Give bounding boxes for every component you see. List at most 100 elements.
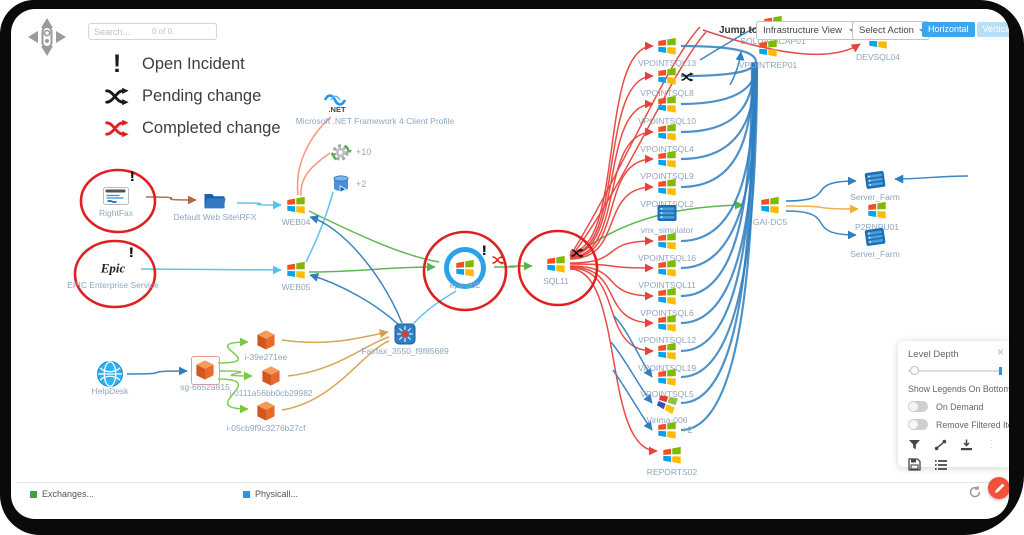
windows-logo-icon <box>656 340 678 362</box>
footer-legend-item[interactable]: Physicall... <box>243 489 298 499</box>
toggle-list: On Demand Remove Filtered Items <box>908 401 1009 430</box>
alert-ring <box>78 167 158 235</box>
pencil-icon <box>994 483 1004 493</box>
settings-panel: × Level Depth Show Legends On Bottom On … <box>898 341 1009 471</box>
footer-legend-item[interactable]: Exchanges... <box>30 489 94 499</box>
toggle-row: On Demand <box>908 401 1009 412</box>
aws-instance-icon <box>196 360 215 381</box>
view-select-value: Infrastructure View <box>763 25 843 36</box>
node-label: Microsoft .NET Framework 4 Client Profil… <box>295 116 455 126</box>
legend-swatch <box>30 490 37 498</box>
close-icon[interactable]: × <box>996 345 1004 359</box>
legend-swatch <box>243 490 250 498</box>
status-legend: ! Open Incident Pending change Completed… <box>100 48 281 144</box>
legend-row: Pending change <box>100 80 281 112</box>
incident-marker-icon: ! <box>481 242 488 258</box>
route-icon[interactable] <box>934 439 947 451</box>
windows-logo-icon <box>656 65 678 87</box>
edit-button[interactable] <box>988 477 1009 499</box>
selection-ring <box>443 246 487 290</box>
refresh-icon[interactable] <box>968 485 982 499</box>
node-label: VPOINTSQL8 <box>640 88 694 98</box>
node-label: SQL11 <box>543 276 569 286</box>
node-label: i-0111a56bb0cb29982 <box>229 388 313 398</box>
node-label: P2RNPU01 <box>855 222 899 232</box>
footer-divider <box>16 482 1006 483</box>
node-label: Server_Farm <box>850 249 900 259</box>
gear-sync-icon <box>330 141 353 164</box>
slider-end-tick <box>999 367 1002 375</box>
search-input[interactable] <box>88 23 217 40</box>
action-select-value: Select Action <box>859 25 914 36</box>
toggle-switch[interactable] <box>908 419 928 430</box>
incident-marker-icon: ! <box>129 168 136 184</box>
slider-knob[interactable] <box>910 366 919 375</box>
globe-icon <box>97 361 124 388</box>
collapsed-count-badge[interactable]: +2 <box>356 179 367 189</box>
completed-marker-icon <box>492 255 505 265</box>
incident-marker-icon: ! <box>128 244 135 260</box>
toggle-switch[interactable] <box>908 401 928 412</box>
filter-icon[interactable] <box>908 439 921 451</box>
list-icon[interactable] <box>934 459 948 471</box>
node-label: Fairfax_3550_f9f85689 <box>361 346 449 356</box>
download-icon[interactable] <box>960 439 973 451</box>
pending-marker-icon <box>681 72 694 82</box>
windows-logo-icon <box>656 230 678 252</box>
search-result-count: 0 of 0 <box>152 27 173 36</box>
node-label: REPORTS02 <box>646 467 698 477</box>
alert-ring <box>72 238 158 310</box>
node-label: Virima-006 <box>646 415 688 425</box>
node-label: GAI-DC5 <box>752 217 788 227</box>
node-label: HelpDesk <box>91 386 129 396</box>
node-label: DEVSQL04 <box>856 52 900 62</box>
action-select[interactable]: Select Action <box>852 21 930 40</box>
node-label: eps-d02 <box>449 280 481 290</box>
legend-chip-label: Physicall... <box>255 489 299 499</box>
legend-row: Completed change <box>100 112 281 144</box>
windows-logo-icon <box>656 176 678 198</box>
node-label: VPOINTREP01 <box>738 60 798 70</box>
server-icon <box>864 227 886 247</box>
collapsed-count-badge[interactable]: +2 <box>682 425 693 435</box>
save-icon[interactable] <box>908 458 921 471</box>
node-label: i-39e271ee <box>244 352 288 362</box>
svg-text:.NET: .NET <box>328 105 346 114</box>
level-depth-label: Level Depth <box>908 349 959 360</box>
windows-logo-icon <box>866 199 888 221</box>
windows-logo-icon <box>656 93 678 115</box>
node-label: Default Web Site\RFX <box>173 212 257 222</box>
node-label: VPOINTSQL19 <box>637 363 697 373</box>
shuffle-icon <box>100 87 134 106</box>
pending-marker-icon <box>571 248 584 258</box>
layout-button-vertical[interactable]: Vertical <box>976 22 1009 37</box>
node-label: VPOINTSQL2 <box>640 199 694 209</box>
pan-navigator-icon[interactable] <box>26 16 68 58</box>
windows-logo-icon <box>656 121 678 143</box>
network-device-icon <box>393 322 417 346</box>
windows-logo-icon <box>656 35 678 57</box>
view-select[interactable]: Infrastructure View <box>756 21 860 40</box>
node-label: VPOINTSQL16 <box>637 253 697 263</box>
legend-label: Pending change <box>142 86 262 105</box>
layout-button-group: HorizontalVerticalRadial <box>922 22 1009 37</box>
toggle-label: On Demand <box>936 401 984 412</box>
legend-chip-label: Exchanges... <box>42 489 95 499</box>
node-label: VPOINTSQL4 <box>640 144 694 154</box>
layout-button-horizontal[interactable]: Horizontal <box>922 22 975 37</box>
windows-logo-icon <box>285 194 307 216</box>
collapsed-count-badge[interactable]: +10 <box>356 147 372 157</box>
node-label: WEB04 <box>281 217 311 227</box>
shuffle-icon <box>100 119 134 138</box>
node-label: VPOINTSQL11 <box>638 280 696 290</box>
node-label: RightFax <box>98 208 134 218</box>
node-label: VPOINTSQL10 <box>637 116 697 126</box>
windows-logo-icon <box>757 37 779 59</box>
level-depth-slider[interactable] <box>908 366 1002 376</box>
toggle-label: Remove Filtered Items <box>936 419 1009 430</box>
node-label: VPOINTSQL9 <box>640 171 694 181</box>
alert-ring <box>516 228 600 308</box>
virima-logo-icon <box>656 392 678 415</box>
node-label: EPIC Enterprise Service <box>67 280 159 290</box>
